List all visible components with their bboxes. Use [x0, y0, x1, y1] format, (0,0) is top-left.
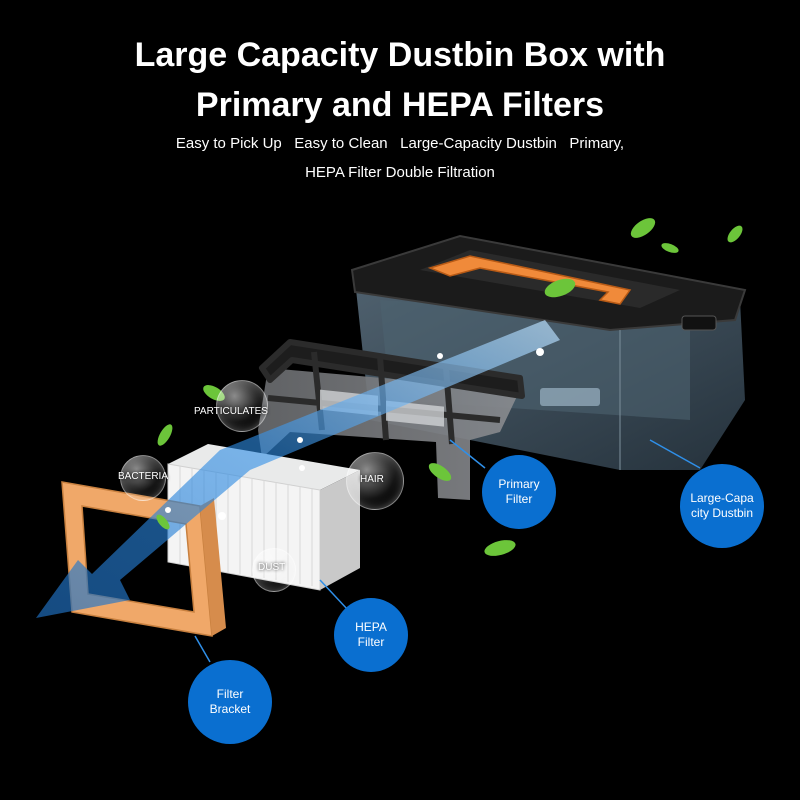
hepa-filter-callout: HEPA Filter	[334, 598, 408, 672]
subtitle-line-2: HEPA Filter Double Filtration	[305, 164, 495, 181]
dust-label: DUST	[258, 562, 286, 573]
leaf-icon	[484, 540, 516, 556]
leaf-icon	[157, 424, 173, 446]
leader-dustbin	[649, 439, 701, 469]
primary-filter-callout: Primary Filter	[482, 455, 556, 529]
leaf-icon	[630, 218, 656, 238]
bacteria-label: BACTERIA	[118, 471, 169, 482]
leader-lines	[194, 439, 701, 663]
leader-hepa-filter	[319, 579, 349, 611]
dustbin-orange-handle	[427, 255, 632, 305]
leaves	[156, 218, 743, 556]
headline-line-1: Large Capacity Dustbin Box with	[134, 36, 666, 74]
leaf-icon	[727, 225, 743, 243]
leader-filter-bracket	[194, 635, 211, 663]
dustbin-callout: Large-Capacity Dustbin	[680, 464, 764, 548]
particulates-label: PARTICULATES	[194, 406, 268, 417]
filter-bracket-callout: Filter Bracket	[188, 660, 272, 744]
subtitle-line-1: Easy to Pick Up Easy to Clean Large-Capa…	[175, 135, 625, 152]
hepa-filter-side	[320, 470, 360, 590]
leaf-icon	[661, 243, 679, 253]
dust-bubble	[252, 548, 296, 592]
filter-bracket-side	[200, 498, 226, 636]
hair-bubble	[346, 452, 404, 510]
leader-primary-filter	[449, 439, 486, 469]
particulates-bubble	[216, 380, 268, 432]
airflow-arrow	[36, 320, 560, 618]
sparkle-particles	[165, 348, 544, 520]
headline: Large Capacity Dustbin Box with Primary …	[0, 30, 800, 130]
leaf-icon	[428, 463, 452, 481]
primary-filter-top-mesh-2	[386, 400, 444, 427]
leaf-icon	[156, 514, 170, 530]
leaf-icon	[544, 278, 576, 298]
headline-line-2: Primary and HEPA Filters	[195, 86, 605, 124]
dustbin-window	[540, 388, 600, 406]
dustbin-latch	[681, 315, 717, 331]
hair-label: HAIR	[360, 474, 384, 485]
bacteria-bubble	[120, 455, 166, 501]
